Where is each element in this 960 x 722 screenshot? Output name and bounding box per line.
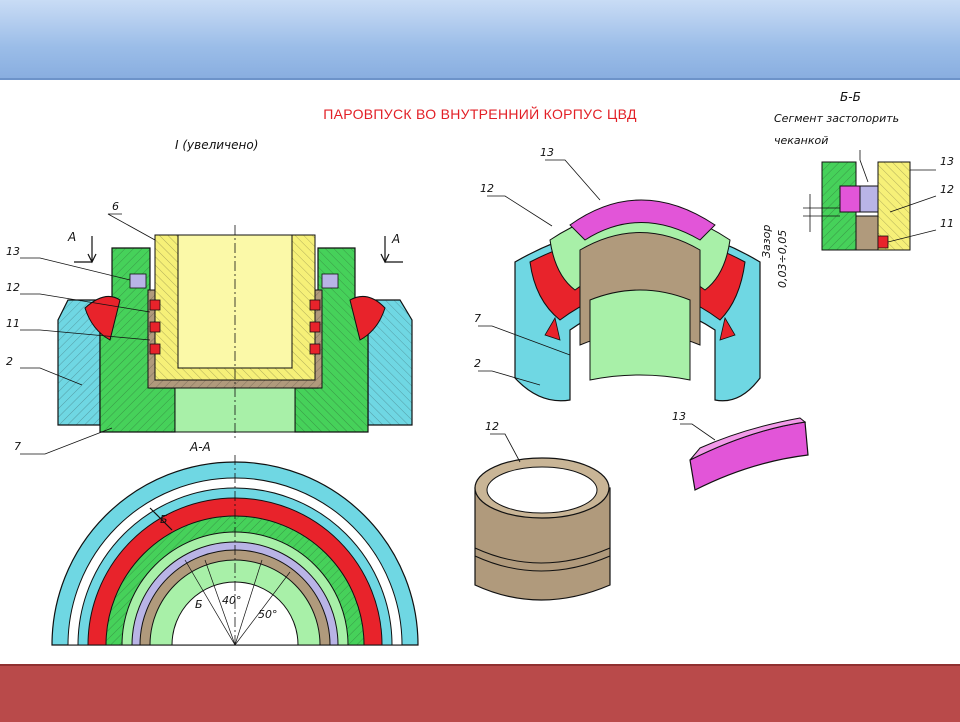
- callout-13-bb: 13: [940, 155, 954, 168]
- callout-12-iso: 12: [480, 182, 494, 195]
- weld-left: [84, 295, 121, 341]
- segment-note-line2: чеканкой: [774, 134, 829, 147]
- callout-11-bb: 11: [940, 217, 954, 230]
- bottom-banner: [0, 664, 960, 722]
- top-banner: [0, 0, 960, 80]
- angle-50: 50°: [258, 608, 278, 621]
- assembly-iso: [478, 159, 761, 402]
- segment-13-left: [129, 273, 147, 289]
- section-aa-label: А-А: [190, 440, 211, 454]
- callout-12-bb: 12: [940, 183, 954, 196]
- callout-11-detail: 11: [6, 317, 20, 330]
- callout-13-segment: 13: [672, 410, 686, 423]
- callout-13-detail: 13: [6, 245, 20, 258]
- diagram-title: ПАРОВПУСК ВО ВНУТРЕННИЙ КОРПУС ЦВД: [323, 106, 637, 122]
- ring-12: [474, 433, 611, 601]
- section-aa: [51, 455, 419, 646]
- callout-7-iso: 7: [474, 312, 481, 325]
- segment-13: [680, 417, 809, 491]
- segment-note-line1: Сегмент застопорить: [774, 112, 900, 125]
- callout-12-detail: 12: [6, 281, 20, 294]
- callout-12-ring: 12: [485, 420, 499, 433]
- callout-6: 6: [112, 200, 119, 213]
- seal-rings-11: [149, 299, 321, 355]
- gap-label: Зазор: [760, 224, 773, 258]
- callout-7-detail: 7: [14, 440, 21, 453]
- section-bb: [803, 150, 937, 251]
- callout-2-iso: 2: [474, 357, 481, 370]
- cut-mark-b-inner: Б: [195, 598, 203, 611]
- segment-13-right: [321, 273, 339, 289]
- callout-2-detail: 2: [6, 355, 13, 368]
- weld-right: [349, 295, 386, 341]
- cut-mark-b: Б: [160, 513, 168, 526]
- cut-mark-a-right: А: [392, 232, 401, 246]
- cut-mark-a-left: А: [68, 230, 77, 244]
- detail-section: [20, 213, 413, 455]
- callout-13-iso: 13: [540, 146, 554, 159]
- section-bb-label: Б-Б: [840, 90, 861, 104]
- detail-view-label: I (увеличено): [175, 138, 259, 152]
- angle-40: 40°: [222, 594, 242, 607]
- technical-drawing: [20, 150, 937, 646]
- gap-value: 0,03÷0,05: [776, 229, 789, 288]
